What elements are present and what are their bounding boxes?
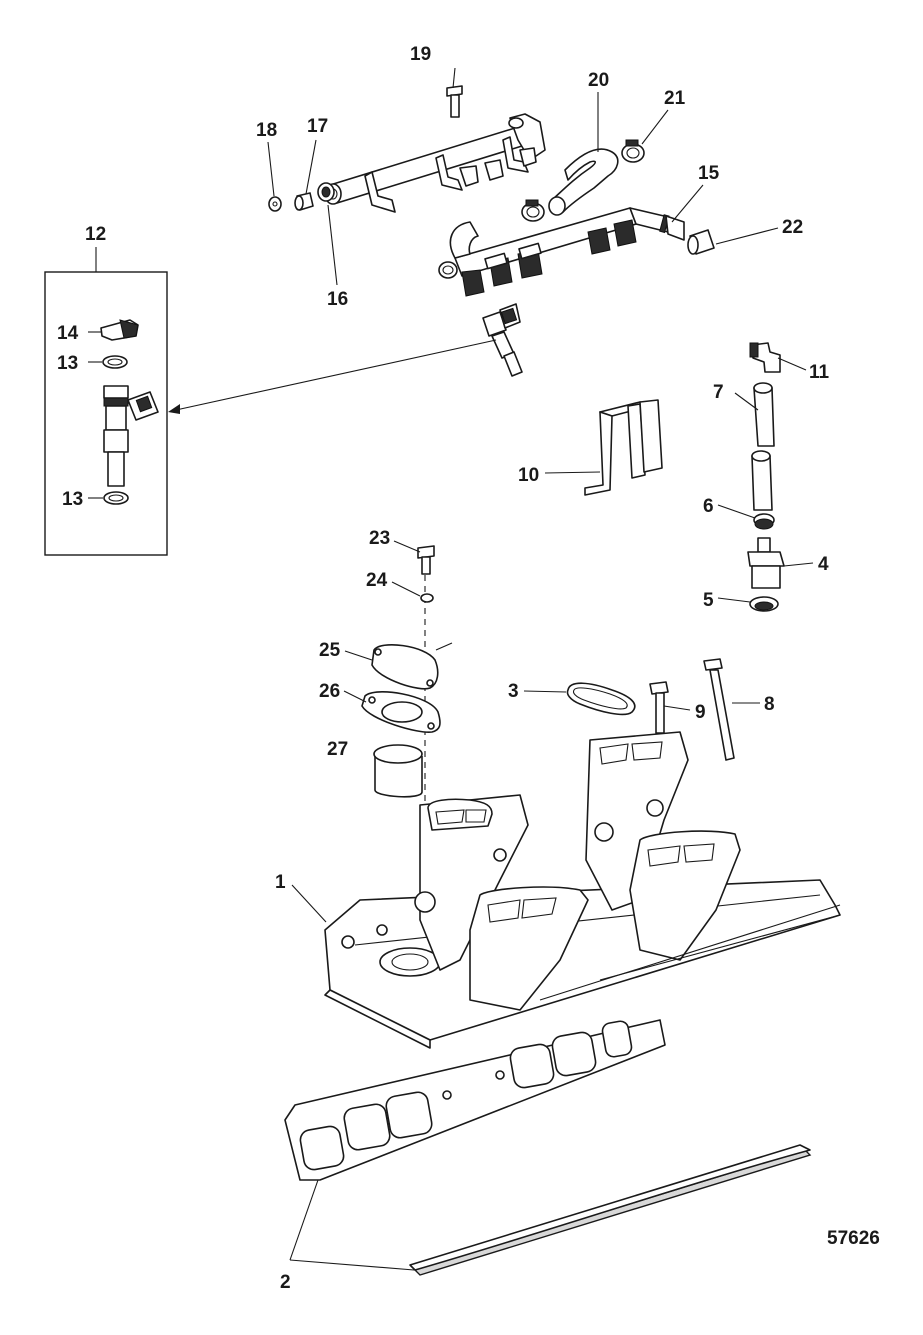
valley-gasket [409,1144,812,1276]
intake-gasket-upper [284,1019,666,1181]
callout-7: 7 [713,382,724,403]
gasket-26 [361,691,441,733]
callout-8: 8 [764,694,775,715]
bolt-9 [649,681,669,734]
callout-20: 20 [588,70,609,91]
spacer-27 [373,744,423,798]
cover-plate-25 [371,644,439,690]
elbow-fitting [749,342,781,373]
hose-clamp-lower [521,199,545,222]
stud-8 [703,658,735,761]
callout-25: 25 [319,640,341,661]
callout-13-bottom: 13 [62,489,83,510]
callout-16: 16 [327,289,348,310]
callout-9: 9 [695,702,706,723]
mounting-bracket [584,399,663,496]
callout-22: 22 [782,217,803,238]
callout-23: 23 [369,528,390,549]
callout-labels: 19 20 21 18 17 15 22 16 12 14 13 13 11 7… [57,44,880,1293]
vent-hose [751,382,775,511]
callout-27: 27 [327,739,348,760]
callout-15: 15 [698,163,720,184]
callout-13-top: 13 [57,353,78,374]
leader-lines [88,67,814,1271]
injector-detail-box [44,247,168,556]
bolt-19 [446,85,463,118]
callout-12: 12 [85,224,106,245]
intake-manifold [324,731,841,1049]
callout-24: 24 [366,570,388,591]
pcv-valve [747,537,785,589]
callout-2: 2 [280,1272,291,1293]
callout-5: 5 [703,590,714,611]
callout-4: 4 [818,554,829,575]
fuel-rail-assembly [324,113,685,297]
callout-10: 10 [518,465,539,486]
grommet-5 [749,596,779,612]
callout-17: 17 [307,116,328,137]
callout-14: 14 [57,323,79,344]
callout-19: 19 [410,44,431,65]
callout-3: 3 [508,681,519,702]
grommet-6 [753,513,775,530]
fuel-hose [548,148,619,216]
hose-clamp [621,139,645,163]
fitting-parts [268,182,335,212]
callout-18: 18 [256,120,277,141]
callout-11: 11 [809,362,830,383]
callout-1: 1 [275,872,286,893]
gasket-3 [566,682,636,716]
callout-26: 26 [319,681,340,702]
washer-24 [420,593,434,603]
callout-21: 21 [664,88,686,109]
figure-number: 57626 [827,1228,880,1249]
fuel-injector [482,303,523,377]
callout-6: 6 [703,496,714,517]
bolt-23 [417,545,435,575]
fuel-rail-cap [687,229,715,255]
